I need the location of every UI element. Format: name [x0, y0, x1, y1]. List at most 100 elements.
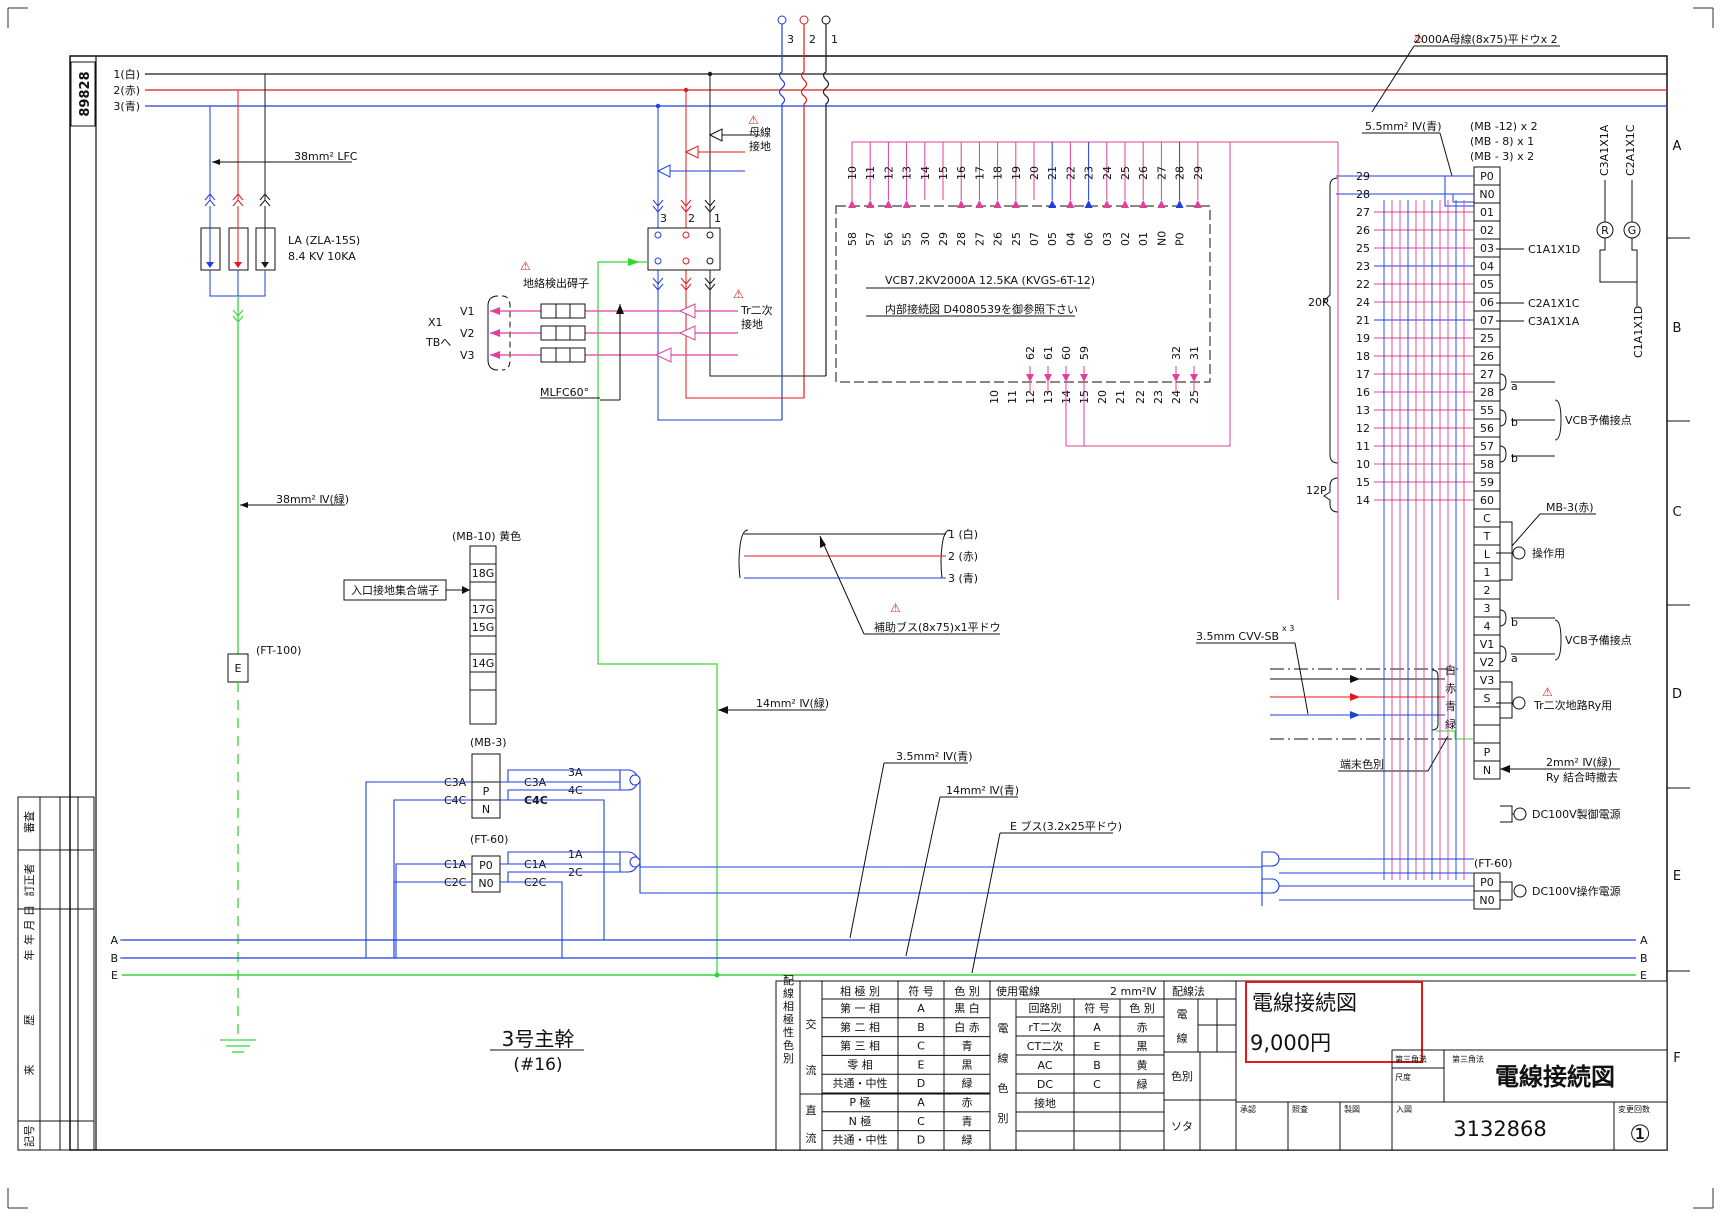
tb-cell-label: 01	[1480, 206, 1494, 219]
spare-mark-b: b	[1511, 416, 1518, 429]
revision-number: ①	[1629, 1120, 1651, 1148]
mb3-red-label: MB-3(赤)	[1546, 501, 1594, 514]
vcb-bottom-number: 24	[1170, 390, 1183, 404]
legend-phase-cell: 共通・中性	[833, 1076, 888, 1090]
vcb-low-inner-number: 59	[1078, 346, 1091, 360]
tb-cell-label: S	[1484, 692, 1491, 705]
circuit-header-1: 回路別	[1029, 1002, 1062, 1015]
aux-bus-row-1: 1 (白)	[948, 527, 978, 541]
tb-cell-label: 1	[1484, 566, 1491, 579]
tb-left-number: 23	[1356, 260, 1370, 273]
wire-header: 使用電線	[996, 984, 1040, 998]
tb-cell-label: V2	[1480, 656, 1495, 669]
gen-label-c1a1x1d: C1A1X1D	[1632, 306, 1645, 358]
vcb-inner-number: N0	[1155, 231, 1168, 246]
v1-line-label: V1	[460, 305, 475, 318]
ct-number-2: 2	[688, 212, 695, 225]
vcb-bottom-number: 12	[1024, 390, 1037, 404]
tb-left-number: 24	[1356, 296, 1370, 309]
w14-blue-label: 14mm² Ⅳ(青)	[946, 784, 1019, 797]
busbar-ground-label-2: 接地	[749, 140, 771, 153]
rev-label-corrector: 訂正者	[22, 864, 36, 897]
tb-cell-label: 03	[1480, 242, 1494, 255]
vcb-spare-2: VCB予備接点	[1565, 634, 1632, 647]
title-method-label-2: 第三角法	[1452, 1054, 1484, 1064]
legend-ac-1: 交	[806, 1017, 817, 1031]
mb10-cell	[469, 581, 497, 601]
cable-color-blue: 青	[1445, 700, 1456, 713]
vcb-top-number: 16	[955, 166, 968, 180]
ft100-label: (FT-100)	[256, 644, 301, 657]
tb-cell-label: N0	[1479, 188, 1494, 201]
ft60-n0: N0	[478, 877, 493, 890]
tb-left-number: 18	[1356, 350, 1370, 363]
method-color: 色別	[1171, 1069, 1193, 1083]
vcb-bottom-number: 25	[1188, 390, 1201, 404]
mb10-cell	[469, 635, 497, 655]
revision-table: 審査 訂正者 年 月 日 年 歴 来 記号	[17, 796, 95, 1151]
spare-mark-b2: b	[1511, 452, 1518, 465]
bottom-bus-a-left: A	[110, 934, 118, 947]
entry-ground-label: 入口接地集合端子	[351, 583, 439, 597]
bottom-bus-a-right: A	[1640, 934, 1648, 947]
bottom-bus-b-right: B	[1640, 952, 1648, 965]
mb3-out-3a: 3A	[568, 766, 583, 779]
vcb-inner-number: 04	[1064, 232, 1077, 246]
vcb-inner-number: 57	[864, 232, 877, 246]
ft60-right-label: (FT-60)	[1474, 857, 1512, 870]
circuit-name-cell: DC	[1037, 1078, 1053, 1091]
tb-cell-label: 57	[1480, 440, 1494, 453]
drawing-title: 電線接続図	[1495, 1063, 1615, 1091]
ft100-terminal-label: E	[235, 662, 242, 675]
vcb-inner-number: 06	[1083, 232, 1096, 246]
tb-cell-label: 25	[1480, 332, 1494, 345]
vcb-bottom-number: 10	[988, 390, 1001, 404]
side-number-box	[70, 61, 96, 127]
wire-2mm-label-1: 2mm² Ⅳ(緑)	[1546, 755, 1612, 769]
tb-left-number: 11	[1356, 440, 1370, 453]
vcb-bottom-number: 11	[1006, 390, 1019, 404]
tb-cell-label: 4	[1484, 620, 1491, 633]
mb10-title: (MB-10) 黄色	[452, 529, 521, 543]
vcb-inner-number: 26	[992, 232, 1005, 246]
rev-label-history: 歴	[23, 1015, 36, 1026]
tb-left-number: 16	[1356, 386, 1370, 399]
side-number: 89828	[78, 71, 93, 116]
zone-e: E	[1673, 869, 1681, 884]
tb-label-c3a1x1a: C3A1X1A	[1528, 315, 1580, 328]
cable-color-red: 赤	[1445, 682, 1456, 695]
stamp-price: 9,000円	[1250, 1031, 1331, 1055]
spare-mark-b3: b	[1511, 616, 1518, 629]
vcb-spare-1: VCB予備接点	[1565, 414, 1632, 427]
tb-cell-label: 07	[1480, 314, 1494, 327]
legend-phase-cell: 共通・中性	[833, 1133, 888, 1147]
vcb-top-number: 25	[1119, 166, 1132, 180]
title-stamp: 電線接続図 9,000円	[1245, 981, 1423, 1063]
approval-3: 製図	[1344, 1104, 1360, 1114]
tb-left-number: 12	[1356, 422, 1370, 435]
tb-left-number: 13	[1356, 404, 1370, 417]
circuit-symbol-cell: C	[1093, 1078, 1101, 1091]
dc-operation-label: DC100V操作電源	[1532, 884, 1621, 898]
tb-label-c2a1x1c: C2A1X1C	[1528, 297, 1580, 310]
legend-color-cell: 赤	[962, 1096, 973, 1109]
cable-color-white: 白	[1445, 663, 1456, 677]
vcb-low-inner-number: 62	[1024, 346, 1037, 360]
relay-g: G	[1628, 224, 1637, 237]
circuit-side-3: 色	[998, 1081, 1009, 1095]
vcb-bottom-number: 13	[1042, 390, 1055, 404]
vcb-bottom-number: 21	[1114, 390, 1127, 404]
w14-green-label: 14mm² Ⅳ(緑)	[756, 696, 829, 710]
tb-label: TBへ	[425, 336, 451, 349]
ground-detect-title: 地絡検出碍子	[523, 276, 589, 290]
legend-symbol-cell: E	[918, 1058, 925, 1071]
tb-cell-label: 3	[1484, 602, 1491, 615]
ground-detect-insulators: ⚠ 地絡検出碍子 X1 TBへ V1 V2 V3 ⚠ Tr二次 接地	[425, 259, 773, 401]
circuit-color-cell: 緑	[1137, 1077, 1148, 1091]
main-bus: 1(白) 2(赤) 3(青)	[113, 67, 1667, 113]
aux-bus-row-2: 2 (赤)	[948, 550, 978, 563]
tb-header-3: (MB - 3) x 2	[1470, 150, 1534, 163]
